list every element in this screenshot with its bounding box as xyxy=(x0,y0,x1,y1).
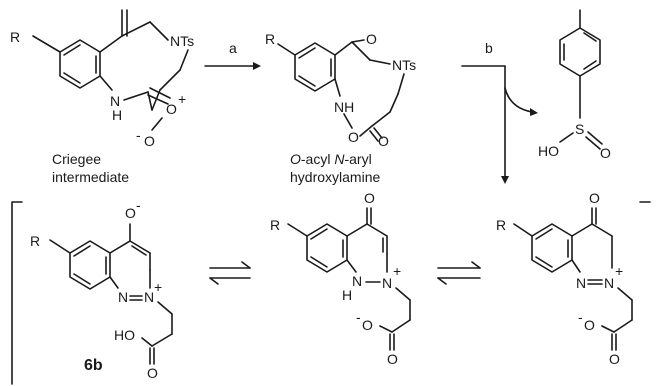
p2-benzene-ring xyxy=(306,223,348,273)
criegee-caption-1: Criegee xyxy=(52,151,101,167)
criegee-oplus-label: O xyxy=(166,101,177,117)
acyl-caption-1: O-acyl N-aryl xyxy=(290,151,372,167)
product-nh-tautomer: R O N H N + O - O xyxy=(270,190,411,367)
acyl-hydroxylamine: R O NTs NH O O O-acyl N-aryl hydroxylami… xyxy=(265,31,416,185)
criegee-r-bond xyxy=(32,35,61,53)
p3-n2-label: N xyxy=(604,275,614,291)
p3-ominus-label: O xyxy=(584,317,595,333)
arrow-b: b xyxy=(461,40,538,184)
p1-ho-label: HO xyxy=(114,327,135,343)
acyl-caption-2: hydroxylamine xyxy=(290,169,380,185)
acyl-nts-label: NTs xyxy=(392,57,416,73)
p1-minus: - xyxy=(136,197,141,213)
arrow-a-label: a xyxy=(229,40,237,56)
tosyl-s-label: S xyxy=(575,121,584,137)
p3-n1-label: N xyxy=(576,275,586,291)
acyl-r-label: R xyxy=(265,31,275,47)
criegee-intermediate: R NTs N H O + O - Criegee intermediate xyxy=(10,9,194,185)
p3-r-label: R xyxy=(496,217,506,233)
product-keto-tautomer: R O N N + O - O xyxy=(496,190,633,367)
criegee-h-label: H xyxy=(112,107,122,123)
p2-o-label: O xyxy=(387,351,398,367)
criegee-nts-label: NTs xyxy=(170,33,194,49)
tosyl-o-label: O xyxy=(600,145,611,161)
criegee-minus: - xyxy=(136,127,141,143)
tosyl-ho-label: HO xyxy=(538,143,559,159)
p2-ominus-label: O xyxy=(362,317,373,333)
p1-o-label: O xyxy=(147,365,158,381)
p3-benzene-ring xyxy=(531,223,573,273)
p2-plus: + xyxy=(393,263,401,279)
p1-ominus-label: O xyxy=(125,205,136,221)
acyl-benzene-ring xyxy=(294,42,336,92)
equilibrium-arrows-2 xyxy=(437,261,481,285)
p3-o-label: O xyxy=(609,351,620,367)
p3-minus: - xyxy=(578,309,583,325)
p2-h-label: H xyxy=(342,287,352,303)
acyl-oring-label: O xyxy=(348,129,359,145)
equilibrium-arrows-1 xyxy=(209,261,251,285)
p2-nh-n-label: N xyxy=(352,273,362,289)
acyl-nh-label: NH xyxy=(334,99,354,115)
p1-benzene-ring xyxy=(69,240,111,290)
acyl-ocarbonyl-label: O xyxy=(378,133,389,149)
p3-otop-label: O xyxy=(589,190,600,206)
p2-n2-label: N xyxy=(382,275,392,291)
compound-label-6b: 6b xyxy=(84,357,103,374)
sulfinic-acid: S HO O xyxy=(538,9,611,161)
p1-r-label: R xyxy=(30,233,40,249)
criegee-n-label: N xyxy=(110,93,120,109)
arrow-a: a xyxy=(204,40,261,70)
criegee-benzene-ring xyxy=(59,39,101,89)
p1-n2-label: N xyxy=(144,289,154,305)
arrow-b-label: b xyxy=(485,40,493,56)
bracket xyxy=(11,201,651,385)
p2-r-label: R xyxy=(270,217,280,233)
product-6b: R O - N N + HO O 6b xyxy=(30,197,173,381)
criegee-plus: + xyxy=(178,91,186,107)
p1-n1-label: N xyxy=(118,289,128,305)
criegee-r-label: R xyxy=(10,29,20,45)
p2-minus: - xyxy=(356,309,361,325)
tosyl-benzene-ring xyxy=(559,27,601,77)
acyl-ketone-o: O xyxy=(366,31,377,47)
criegee-caption-2: intermediate xyxy=(52,169,129,185)
criegee-ominus-label: O xyxy=(144,133,155,149)
p3-plus: + xyxy=(615,263,623,279)
p2-otop-label: O xyxy=(364,190,375,206)
p1-plus: + xyxy=(154,279,162,295)
